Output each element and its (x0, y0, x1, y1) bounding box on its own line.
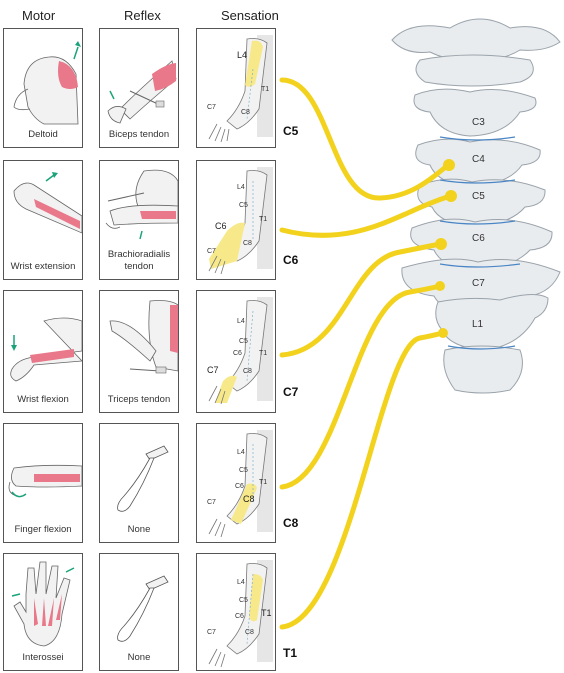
dermatome-label: C8 (241, 109, 250, 116)
reflex-panel-brachioradialis: Brachioradialis tendon (99, 160, 179, 280)
arm-dermatome-illustration: L4 C5 T1 C6 C7 C8 (207, 297, 273, 405)
motor-caption: Interossei (22, 652, 64, 663)
dermatome-label: C5 (239, 467, 248, 474)
reflex-panel-none-t1: None (99, 553, 179, 671)
dermatome-label: C8 (243, 240, 252, 247)
motor-caption: Wrist extension (10, 261, 76, 272)
level-label-c5: C5 (283, 124, 299, 138)
dermatome-label: C6 (233, 350, 242, 357)
dermatome-label: C7 (207, 365, 219, 375)
dermatome-label: L4 (237, 50, 247, 60)
nerve-t1 (279, 330, 445, 630)
dermatome-label: C8 (245, 629, 254, 636)
sensation-panel-c5: L4 T1 C7 C8 (196, 28, 276, 148)
reflex-caption: None (127, 652, 151, 663)
dermatome-label: C6 (215, 221, 227, 231)
reflex-panel-triceps: Triceps tendon (99, 290, 179, 413)
vertebra-label: C4 (472, 154, 485, 165)
wrist-extension-illustration (13, 172, 82, 234)
dermatome-label: C7 (207, 104, 216, 111)
dermatome-label: L4 (237, 318, 245, 325)
dermatome-label: C5 (239, 597, 248, 604)
arm-dermatome-illustration: L4 C5 T1 C6 C7 C8 (207, 167, 273, 275)
dermatome-label: C5 (239, 202, 248, 209)
level-label-c6: C6 (283, 253, 299, 267)
dermatome-label: T1 (261, 608, 272, 618)
reflex-panel-none-c8: None (99, 423, 179, 543)
dermatome-label: T1 (259, 479, 267, 486)
reflex-panel-biceps: Biceps tendon (99, 28, 179, 148)
cervical-spine (391, 18, 561, 394)
motor-panel-wrist-extension: Wrist extension (3, 160, 83, 280)
nerve-c8 (279, 283, 443, 490)
dermatome-label: T1 (261, 86, 269, 93)
dermatome-label: L4 (237, 449, 245, 456)
reflex-caption: Biceps tendon (108, 129, 170, 140)
arm-dermatome-illustration: L4 C5 C6 T1 C7 C8 (207, 430, 273, 538)
deltoid-illustration (13, 41, 81, 125)
reflex-caption: Brachioradialis tendon (107, 249, 171, 272)
biceps-reflex-illustration (107, 60, 177, 124)
vertebra-label: L1 (472, 319, 484, 330)
sensation-panel-c6: L4 C5 T1 C6 C7 C8 (196, 160, 276, 280)
sensation-panel-t1: L4 C5 C6 T1 C7 C8 (196, 553, 276, 671)
reflex-hammer-icon (117, 445, 169, 512)
reflex-caption: Triceps tendon (107, 394, 171, 405)
nerve-c5 (279, 77, 451, 201)
wrist-flexion-illustration (10, 317, 82, 382)
reflex-caption: None (127, 524, 151, 535)
dermatome-label: L4 (237, 579, 245, 586)
dermatome-label: C8 (243, 494, 255, 504)
level-label-c8: C8 (283, 516, 299, 530)
dermatome-label: C6 (235, 613, 244, 620)
nerve-c7 (279, 241, 443, 358)
reflex-hammer-icon (117, 575, 169, 642)
dermatome-label: T1 (259, 350, 267, 357)
nerve-roots (279, 77, 453, 630)
level-label-c7: C7 (283, 385, 299, 399)
motor-panel-interossei: Interossei (3, 553, 83, 671)
vertebra-label: C5 (472, 191, 485, 202)
sensation-panel-c8: L4 C5 C6 T1 C7 C8 (196, 423, 276, 543)
motor-panel-wrist-flexion: Wrist flexion (3, 290, 83, 413)
finger-flexion-illustration (8, 464, 82, 498)
brachioradialis-reflex-illustration (105, 169, 178, 240)
dermatome-label: C7 (207, 629, 216, 636)
header-motor: Motor (22, 8, 56, 23)
interossei-illustration (11, 561, 75, 647)
motor-caption: Finger flexion (14, 524, 72, 535)
dermatome-label: T1 (259, 216, 267, 223)
vertebra-label: C3 (472, 117, 485, 128)
arm-dermatome-illustration: L4 C5 C6 T1 C7 C8 (207, 560, 273, 668)
sensation-panel-c7: L4 C5 T1 C6 C7 C8 (196, 290, 276, 413)
level-label-t1: T1 (283, 646, 298, 660)
header-sensation: Sensation (221, 8, 279, 23)
vertebra-label: C7 (472, 278, 485, 289)
dermatome-label: L4 (237, 184, 245, 191)
vertebra-label: C6 (472, 233, 485, 244)
header-reflex: Reflex (124, 8, 161, 23)
dermatome-label: C7 (207, 248, 216, 255)
motor-caption: Wrist flexion (17, 394, 69, 405)
dermatome-label: C6 (235, 483, 244, 490)
dermatome-label: C8 (243, 368, 252, 375)
motor-panel-deltoid: Deltoid (3, 28, 83, 148)
nerve-c6 (279, 193, 453, 238)
dermatome-label: C5 (239, 338, 248, 345)
motor-caption: Deltoid (28, 129, 58, 140)
motor-panel-finger-flexion: Finger flexion (3, 423, 83, 543)
dermatome-label: C7 (207, 499, 216, 506)
triceps-reflex-illustration (109, 300, 178, 374)
arm-dermatome-illustration: L4 T1 C7 C8 (207, 35, 273, 143)
